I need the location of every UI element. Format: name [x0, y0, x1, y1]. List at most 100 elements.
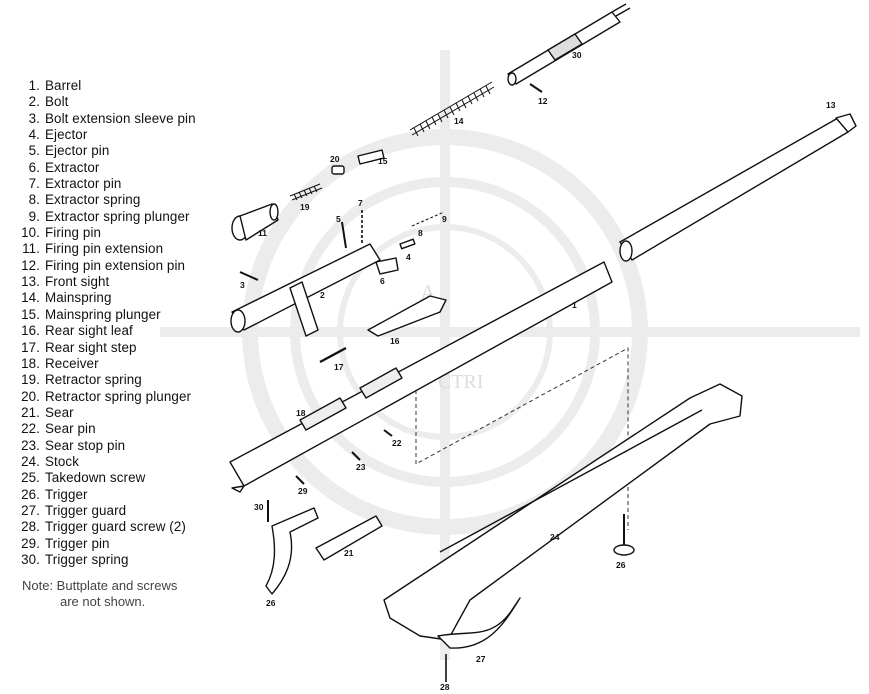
legend-item-label: Extractor [45, 159, 100, 175]
legend-item: 26.Trigger [14, 487, 234, 503]
extractor [375, 257, 399, 275]
callout-7: 7 [358, 198, 363, 208]
legend-item: 18.Receiver [14, 356, 234, 372]
legend-item-label: Trigger guard [45, 502, 127, 518]
legend-item-number: 1. [28, 78, 40, 93]
legend-item-label: Mainspring [45, 290, 112, 306]
legend-item-number: 3. [28, 110, 40, 126]
legend-item-number: 7. [28, 176, 40, 192]
legend-item-number: 12. [21, 257, 40, 273]
ejector-pin-5 [341, 221, 347, 249]
legend-item: 23.Sear stop pin [14, 438, 234, 454]
callout-8: 8 [418, 228, 423, 238]
callout-22: 22 [392, 438, 402, 448]
callout-1: 1 [572, 300, 577, 310]
legend-item: 12. Firing pin extension pin [14, 258, 234, 274]
legend-item-label: Trigger spring [45, 551, 129, 567]
legend-item-label: Extractor spring plunger [45, 208, 190, 224]
rear-sight-step [319, 346, 347, 364]
callout-14: 14 [454, 116, 464, 126]
callout-11: 11 [258, 228, 267, 238]
callout-3: 3 [240, 280, 245, 290]
callout-12: 12 [538, 96, 548, 106]
note-line-1: Note: Buttplate and screws [22, 578, 178, 593]
legend-item-number: 19. [21, 372, 40, 388]
legend-item: 3. Bolt extension sleeve pin [14, 111, 234, 127]
legend-item-number: 15. [21, 306, 40, 322]
callout-4: 4 [406, 252, 411, 262]
legend-item: 9. Extractor spring plunger [14, 209, 234, 225]
bolt [230, 243, 381, 337]
bolt-sleeve-pin [239, 271, 259, 281]
legend-item-label: Barrel [45, 78, 82, 93]
legend-item-label: Firing pin [45, 225, 102, 241]
legend-item-number: 28. [21, 519, 40, 535]
legend-item: 5. Ejector pin [14, 143, 234, 159]
callout-30b: 30 [254, 502, 264, 512]
callout-24: 24 [550, 532, 560, 542]
legend-item-number: 9. [28, 208, 40, 224]
legend-item-number: 13. [21, 274, 40, 290]
legend-item: 1. Barrel [14, 78, 234, 94]
legend-item-label: Bolt extension sleeve pin [45, 110, 196, 126]
receiver [229, 261, 613, 493]
legend-item: 17.Rear sight step [14, 340, 234, 356]
firing-pin-assembly [507, 3, 631, 86]
callout-26: 26 [266, 598, 276, 608]
legend-item-number: 6. [28, 159, 40, 175]
legend-item-number: 5. [28, 143, 40, 159]
legend-item-label: Takedown screw [45, 470, 146, 486]
legend-item-number: 29. [21, 535, 40, 551]
legend-item: 29.Trigger pin [14, 536, 234, 552]
legend-item-number: 16. [21, 323, 40, 339]
legend-item: 20.Retractor spring plunger [14, 389, 234, 405]
legend-item: 19.Retractor spring [14, 372, 234, 388]
callout-26-screw: 26 [616, 560, 626, 570]
firing-pin-ext-pin [529, 83, 543, 93]
legend-item-number: 17. [21, 339, 40, 355]
legend-item-label: Trigger [45, 486, 88, 502]
legend-item-number: 18. [21, 355, 40, 371]
callout-13: 13 [826, 100, 836, 110]
legend-item-number: 2. [28, 94, 40, 110]
legend-item-label: Trigger guard screw (2) [45, 519, 186, 535]
legend-item: 10. Firing pin [14, 225, 234, 241]
legend-item: 11.Firing pin extension [14, 241, 234, 257]
sear-stop-pin [351, 451, 361, 461]
rear-sight-leaf [367, 295, 447, 337]
callout-5: 5 [336, 214, 341, 224]
legend-item: 22.Sear pin [14, 421, 234, 437]
watermark-text-b: CTRI [438, 371, 484, 393]
sear-pin [383, 429, 393, 437]
callout-29: 29 [298, 486, 308, 496]
legend-item: 27.Trigger guard [14, 503, 234, 519]
legend-item-number: 23. [21, 437, 40, 453]
legend-item-number: 10. [21, 225, 40, 241]
legend-item: 21.Sear [14, 405, 234, 421]
legend-item-label: Ejector pin [45, 143, 110, 159]
legend-item-label: Sear pin [45, 421, 96, 437]
extractor-spring-plunger [411, 211, 445, 227]
legend-item-label: Rear sight leaf [45, 323, 133, 339]
legend-item-label: Retractor spring plunger [45, 388, 192, 404]
note: Note: Buttplate and screws are not shown… [22, 578, 177, 610]
legend-item-number: 14. [21, 290, 40, 306]
legend-item-label: Mainspring plunger [45, 306, 161, 322]
legend-item: 8.Extractor spring [14, 192, 234, 208]
legend-item-number: 24. [21, 453, 40, 469]
legend-item-label: Stock [45, 453, 79, 469]
legend-item-number: 30. [21, 551, 40, 567]
callout-15: 15 [378, 156, 388, 166]
callout-19: 19 [300, 202, 310, 212]
trigger-guard [437, 597, 521, 649]
callout-18: 18 [296, 408, 306, 418]
legend-item-label: Firing pin extension [45, 241, 164, 257]
trigger [265, 507, 319, 595]
callout-17: 17 [334, 362, 344, 372]
callout-27: 27 [476, 654, 486, 664]
legend-item: 28. Trigger guard screw (2) [14, 519, 234, 535]
legend-item-label: Firing pin extension pin [45, 257, 186, 273]
legend-item: 13.Front sight [14, 274, 234, 290]
